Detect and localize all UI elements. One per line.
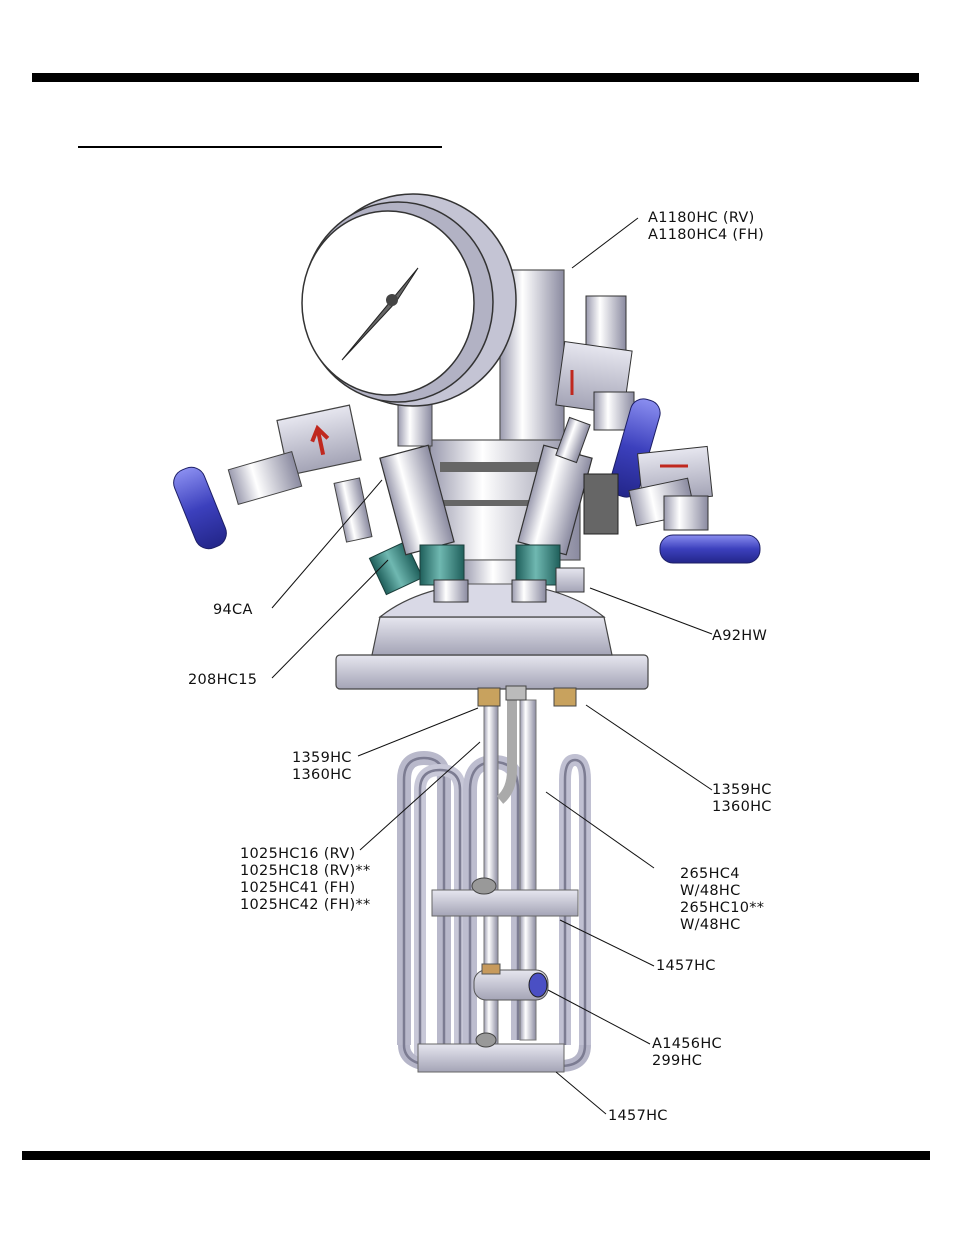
header-rule xyxy=(32,73,919,82)
label-line: 94CA xyxy=(213,602,253,618)
label-line: 1457HC xyxy=(656,958,716,974)
callout-gauge-assembly: A1180HC (RV) A1180HC4 (FH) xyxy=(648,210,764,243)
label-line: A1180HC4 (FH) xyxy=(648,227,764,243)
callout-thermowell: A1456HC 299HC xyxy=(652,1036,722,1069)
callout-cooling-coil: 265HC4 W/48HC 265HC10** W/48HC xyxy=(680,866,764,933)
label-line: A92HW xyxy=(712,628,767,644)
footer-rule xyxy=(22,1151,930,1160)
label-line: 1025HC16 (RV) xyxy=(240,846,355,862)
callout-gland-left: 1359HC 1360HC xyxy=(292,750,352,783)
callout-gland-right: 1359HC 1360HC xyxy=(712,782,772,815)
callout-plug-a92: A92HW xyxy=(712,628,767,644)
label-line: 1025HC18 (RV)** xyxy=(240,863,371,879)
callout-clamp-upper: 1457HC xyxy=(656,958,716,974)
label-line: W/48HC xyxy=(680,883,741,899)
right-valve-upper xyxy=(555,295,661,498)
right-valve-lower xyxy=(583,445,761,564)
label-line: 1360HC xyxy=(712,799,772,815)
label-line: 1360HC xyxy=(292,767,352,783)
label-line: 1359HC xyxy=(292,750,352,766)
label-line: 265HC10** xyxy=(680,900,764,916)
gland-fittings xyxy=(477,685,577,707)
thermowell xyxy=(473,963,549,1001)
label-line: 265HC4 xyxy=(680,866,740,882)
label-line: 1359HC xyxy=(712,782,772,798)
callout-adapter-208: 208HC15 xyxy=(188,672,257,688)
clamp-upper xyxy=(431,877,579,917)
title-underline xyxy=(78,146,442,148)
callout-dip-tube: 1025HC16 (RV) 1025HC18 (RV)** 1025HC41 (… xyxy=(240,846,371,913)
clamp-lower xyxy=(417,1032,565,1073)
callout-clamp-lower: 1457HC xyxy=(608,1108,668,1124)
label-line: A1456HC xyxy=(652,1036,722,1052)
leader-lines xyxy=(271,217,713,1115)
label-line: 1025HC42 (FH)** xyxy=(240,897,371,913)
label-line: 208HC15 xyxy=(188,672,257,688)
label-line: A1180HC (RV) xyxy=(648,210,755,226)
label-line: 1457HC xyxy=(608,1108,668,1124)
label-line: 299HC xyxy=(652,1053,702,1069)
pressure-gauge xyxy=(301,193,517,447)
reactor-flange xyxy=(335,581,649,690)
label-line: W/48HC xyxy=(680,917,741,933)
port-fittings xyxy=(379,444,593,603)
left-needle-valve xyxy=(173,404,424,596)
label-line: 1025HC41 (FH) xyxy=(240,880,355,896)
callout-valve-94: 94CA xyxy=(213,602,253,618)
